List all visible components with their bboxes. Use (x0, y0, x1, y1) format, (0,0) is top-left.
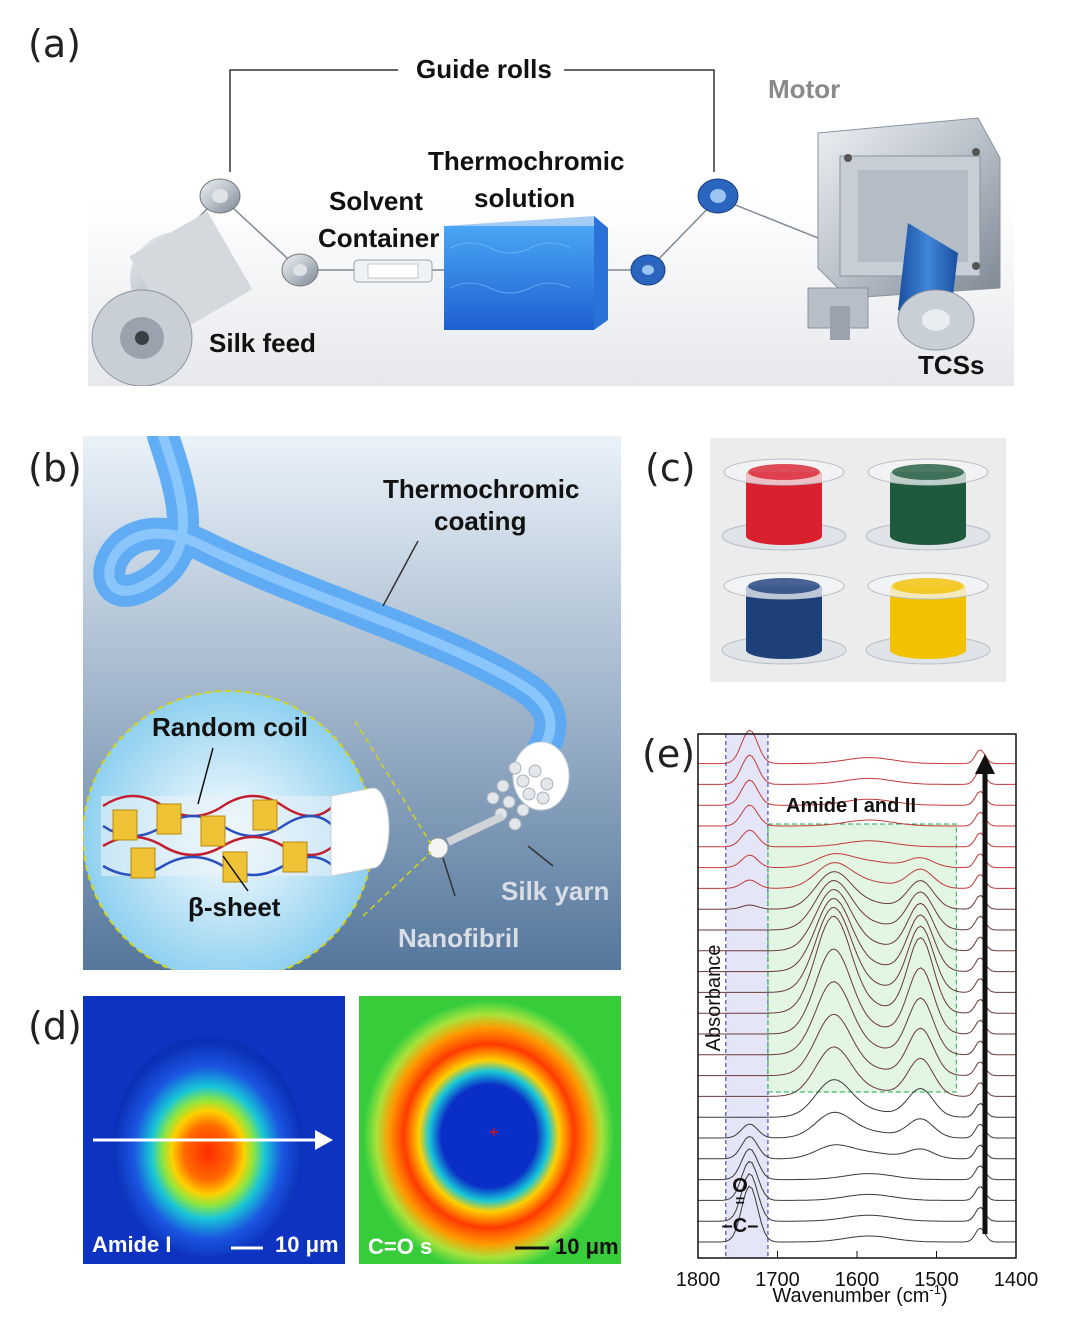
carbonyl-map (359, 996, 621, 1264)
spool-thread-top (748, 464, 820, 480)
guide-roll-1 (199, 178, 241, 214)
silk-feed-spool (91, 211, 253, 386)
amide-map-scale: 10 μm (275, 1232, 339, 1257)
guide-roll-3 (630, 254, 666, 286)
amide-band (767, 823, 957, 1093)
spectrum-line (698, 862, 1016, 889)
ftir-chart: 1800 1700 1600 1500 1400 Absorbance Wavenumb… (676, 729, 1039, 1307)
nanofibril-end (427, 837, 449, 859)
spool-thread-top (892, 578, 964, 594)
carbonyl-c-label: –C– (722, 1215, 759, 1237)
beta-sheet-coils (101, 794, 334, 883)
silk-yarn-bundle (486, 761, 554, 831)
x-tick-label: 1400 (994, 1269, 1039, 1291)
spectrum-line (698, 729, 1016, 765)
x-tick-label: 1500 (914, 1269, 959, 1291)
x-axis-label-text: Wavenumber (cm (772, 1285, 929, 1307)
amide-map-caption: Amide I (92, 1232, 172, 1257)
spool-1 (721, 458, 847, 551)
solvent-container-label-2: Container (318, 223, 440, 253)
spectrum-line (698, 879, 1016, 931)
x-axis-label-close: ) (941, 1285, 948, 1307)
spectrum-line (698, 1046, 1016, 1097)
silk-feed-label: Silk feed (209, 328, 316, 358)
tcs-spool (897, 223, 975, 351)
guide-roll-2 (281, 253, 319, 287)
coating-label-1: Thermochromic (383, 474, 580, 504)
spectrum-line (698, 829, 1016, 848)
x-tick-label: 1600 (835, 1269, 880, 1291)
spectrum-line (698, 779, 1016, 806)
spectrum-line (698, 1135, 1016, 1160)
spectrum-line (698, 897, 1016, 973)
carbonyl-band (725, 734, 768, 1258)
panel-b-illustration (83, 436, 621, 970)
spectrum-line (698, 804, 1016, 827)
panel-d-label: (d) (28, 1004, 82, 1048)
spectrum-line (698, 754, 1016, 785)
guide-rolls-label: Guide rolls (416, 54, 552, 84)
spectrum-line (698, 981, 1016, 1056)
x-tick-label: 1800 (676, 1269, 721, 1291)
guide-roll-4 (697, 178, 739, 214)
spectrum-line (698, 1111, 1016, 1139)
carbonyl-bond: = (735, 1193, 744, 1210)
x-axis-label: Wavenumber (cm-1) (772, 1282, 947, 1307)
carbonyl-map-scale: 10 μm (555, 1234, 619, 1259)
random-coil-label: Random coil (152, 712, 309, 742)
spool-4 (865, 572, 991, 665)
spool-thread-base (746, 641, 822, 659)
spectrum-line (698, 1185, 1016, 1243)
nanofibril-label: Nanofibril (398, 923, 520, 953)
spectrum-line (698, 1013, 1016, 1077)
spectrum-line (698, 853, 1016, 869)
solvent-container (353, 259, 433, 283)
spool-thread-top (892, 464, 964, 480)
spectrum-line (698, 948, 1016, 1035)
y-axis-label: Absorbance (703, 945, 725, 1052)
panel-c-label: (c) (645, 446, 696, 490)
x-tick-label: 1700 (755, 1269, 800, 1291)
beta-sheet-label: β-sheet (188, 892, 281, 922)
thermochromic-solution-label-2: solution (474, 183, 576, 213)
spectrum-line (698, 1148, 1016, 1181)
thermochromic-bath (444, 216, 608, 330)
spool-3 (721, 572, 847, 665)
panel-b-label: (b) (28, 446, 82, 490)
panel-a-label: (a) (28, 22, 81, 66)
motor-label: Motor (768, 74, 841, 104)
thermochromic-solution-label-1: Thermochromic (428, 146, 625, 176)
x-axis-label-sup: -1 (929, 1282, 941, 1297)
coating-label-2: coating (434, 506, 527, 536)
spool-thread-base (890, 641, 966, 659)
spectrum-line (698, 906, 1016, 993)
spectrum-line (698, 1173, 1016, 1222)
solvent-container-label-1: Solvent (329, 186, 423, 216)
carbonyl-o-label: O (732, 1175, 748, 1197)
spool-thread-base (890, 527, 966, 545)
panel-e-label: (e) (642, 732, 696, 776)
spectrum-line (698, 1079, 1016, 1118)
carbonyl-map-caption: C=O s (368, 1234, 433, 1259)
spool-2 (865, 458, 991, 551)
amide-annotation: Amide I and II (786, 795, 916, 817)
panel-a-illustration (88, 69, 1014, 386)
spectrum-line (698, 888, 1016, 952)
spool-thread-base (746, 527, 822, 545)
spectrum-line (698, 1160, 1016, 1201)
panel-c-photo (710, 438, 1006, 682)
tcss-label: TCSs (918, 350, 985, 380)
spectrum-line (698, 871, 1016, 910)
amide-map (83, 996, 345, 1264)
spectrum-line (698, 915, 1016, 1014)
spool-thread-top (748, 578, 820, 594)
silk-yarn-label: Silk yarn (501, 876, 610, 906)
